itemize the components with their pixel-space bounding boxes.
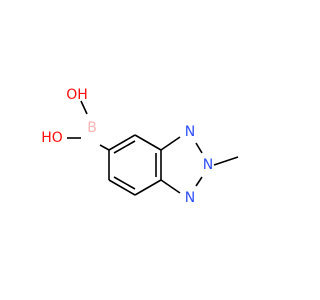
bond-n1-n2: [195, 142, 203, 154]
nitrogen-3-label: N: [185, 190, 195, 206]
hydroxyl-bottom-label: HO: [41, 130, 63, 146]
bond-ring-c2-c3: [134, 134, 162, 151]
boron-label: B: [87, 120, 97, 136]
bond-ring-c1-c2: [108, 134, 136, 151]
bond-c3-n1: [160, 136, 181, 151]
bond-layer: [67, 100, 239, 196]
bond-n3-c4: [160, 179, 181, 194]
atom-label-layer: OH HO B N N N: [41, 87, 213, 206]
bond-n2-n3: [195, 176, 203, 187]
bond-b-o-top: [80, 100, 88, 115]
bond-ring-c4-c5: [134, 179, 162, 196]
bond-ring-c5-c6: [108, 179, 136, 196]
nitrogen-2-label: N: [203, 157, 213, 173]
bond-ring-c1-c2-double: [113, 140, 136, 154]
bond-b-c: [99, 144, 110, 151]
bond-ring-c5-c6-double: [113, 176, 136, 190]
nitrogen-1-label: N: [185, 124, 195, 140]
molecule-diagram: OH HO B N N N: [41, 87, 239, 206]
hydroxyl-top-label: OH: [66, 87, 88, 103]
bond-n2-methyl: [213, 156, 239, 166]
